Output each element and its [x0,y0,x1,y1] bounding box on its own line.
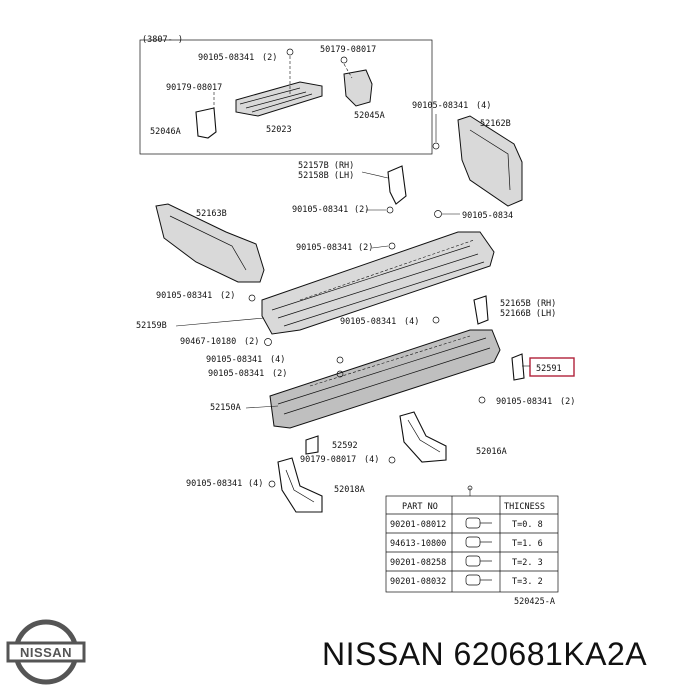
callout-c15-qty: (2) [220,291,235,301]
callout-c24: 52150A [210,403,241,413]
logo-text: NISSAN [20,645,72,660]
part-52162B [457,115,523,207]
callout-c27: 90179-08017 [300,455,356,465]
inset-box: (3807- ) [139,35,433,155]
part-52163B [155,203,265,283]
callout-c11-qty: (2) [354,205,369,215]
callout-c15: 90105-08341 [156,291,212,301]
shim-table: PART NO THICNESS 90201-08012 T=0. 8 9461… [385,485,559,593]
part-52159B-step [261,231,495,335]
highlight-box-52591 [529,357,575,377]
callout-c26: 52592 [332,441,358,451]
part-52016A [399,411,447,463]
table-row-2-part: 94613-10800 [390,539,446,549]
callout-c20-qty: (4) [404,317,419,327]
callout-c17: 90467-10180 [180,337,236,347]
callout-c9: 52157B (RH) [298,161,354,171]
callout-c11: 90105-08341 [292,205,348,215]
table-row-1-part: 90201-08012 [390,520,446,530]
callout-c5: 52046A [150,127,181,137]
callout-c14-qty: (2) [358,243,373,253]
part-title: NISSAN 620681KA2A [322,636,648,672]
callout-c3: 90179-08017 [166,83,222,93]
callout-c21-qty: (4) [270,355,285,365]
callout-c6: 52045A [354,111,385,121]
callout-c8: 52162B [480,119,511,129]
callout-c7-qty: (4) [476,101,491,111]
callout-c14: 90105-08341 [296,243,352,253]
callout-c27-qty: (4) [364,455,379,465]
table-header-thickness: THICNESS [504,502,545,512]
callout-c22-qty: (2) [272,369,287,379]
callout-c7: 90105-08341 [412,101,468,111]
shim-icon [465,517,492,586]
callout-c25-qty: (2) [560,397,575,407]
part-52150A-bumper [269,329,501,429]
table-row-3-part: 90201-08258 [390,558,446,568]
table-row-4-thickness: T=3. 2 [512,577,543,587]
callout-c22: 90105-08341 [208,369,264,379]
diagram-code: 520425-A [514,597,555,607]
table-row-3-thickness: T=2. 3 [512,558,543,568]
callout-c29: 90105-08341 [186,479,242,489]
callout-c12: 90105-0834 [462,211,513,221]
callout-c18: 52165B (RH) [500,299,556,309]
callout-c16: 52159B [136,321,167,331]
table-row-2-thickness: T=1. 6 [512,539,543,549]
callout-c4: 52023 [266,125,292,135]
callout-c30: 52018A [334,485,365,495]
callout-c17-qty: (2) [244,337,259,347]
callout-c1: 90105-08341 [198,53,254,63]
callout-c2: 50179-08017 [320,45,376,55]
callout-c25: 90105-08341 [496,397,552,407]
callout-c13: 52163B [196,209,227,219]
table-row-1-thickness: T=0. 8 [512,520,543,530]
inset-box-label: (3807- ) [142,35,183,45]
part-52018A [277,457,323,513]
table-header-part: PART NO [402,502,438,512]
callout-c19: 52166B (LH) [500,309,556,319]
callout-c1-qty: (2) [262,53,277,63]
callout-c29-qty: (4) [248,479,263,489]
callout-c20: 90105-08341 [340,317,396,327]
callout-c28: 52016A [476,447,507,457]
callout-c21: 90105-08341 [206,355,262,365]
nissan-logo: NISSAN [6,612,86,692]
callout-c10: 52158B (LH) [298,171,354,181]
callout-c23: 52591 [536,364,562,374]
table-row-4-part: 90201-08032 [390,577,446,587]
